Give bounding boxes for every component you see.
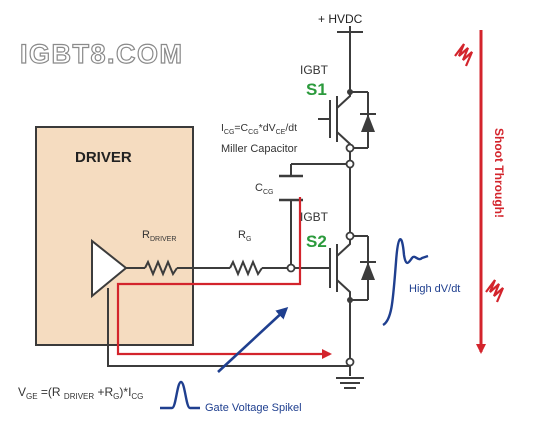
- driver-box: [35, 126, 194, 346]
- gate-spike-pulse-icon: [160, 380, 200, 410]
- igbt-s2-icon: [325, 235, 369, 301]
- rg-resistor-icon: [229, 259, 263, 277]
- s1-diode-icon: [361, 114, 375, 132]
- s2-name-label: S2: [306, 232, 327, 251]
- power-rail: [337, 26, 363, 376]
- ccg-label: CCG: [255, 182, 273, 196]
- vge-formula: VGE =(R DRIVER +RG)*ICG: [18, 385, 143, 401]
- s1-name-label: S1: [306, 80, 327, 99]
- s2-type-label: IGBT: [300, 210, 329, 224]
- gate-wire: [126, 163, 350, 277]
- miller-formula: ICG=CCG*dVCE/dt: [221, 122, 297, 136]
- dvdt-waveform-icon: [382, 238, 429, 327]
- driver-title: DRIVER: [75, 149, 132, 166]
- lightning-top-icon: [454, 43, 474, 67]
- s2-diode-icon: [361, 262, 375, 280]
- r-driver-label: RDRIVER: [142, 229, 176, 243]
- buffer-amplifier-icon: [91, 238, 128, 299]
- gate-node: [286, 263, 296, 273]
- rg-label: RG: [238, 229, 251, 243]
- miller-current-path: [116, 197, 332, 359]
- lightning-bottom-icon: [485, 279, 505, 303]
- gate-spike-label: Gate Voltage Spikel: [205, 402, 302, 414]
- hvdc-label: + HVDC: [318, 12, 363, 26]
- gate-spike-arrow: [217, 306, 289, 373]
- miller-capacitor-label: Miller Capacitor: [221, 143, 298, 155]
- high-dvdt-label: High dV/dt: [409, 283, 460, 295]
- igbt-s1-icon: [318, 91, 369, 149]
- watermark-text: IGBT8.COM: [20, 39, 184, 69]
- driver-ground-wire: [107, 288, 350, 367]
- r-driver-resistor-icon: [144, 259, 178, 277]
- ground-icon: [336, 377, 364, 389]
- shoot-through-label: Shoot Through!: [492, 128, 506, 218]
- s1-type-label: IGBT: [300, 63, 329, 77]
